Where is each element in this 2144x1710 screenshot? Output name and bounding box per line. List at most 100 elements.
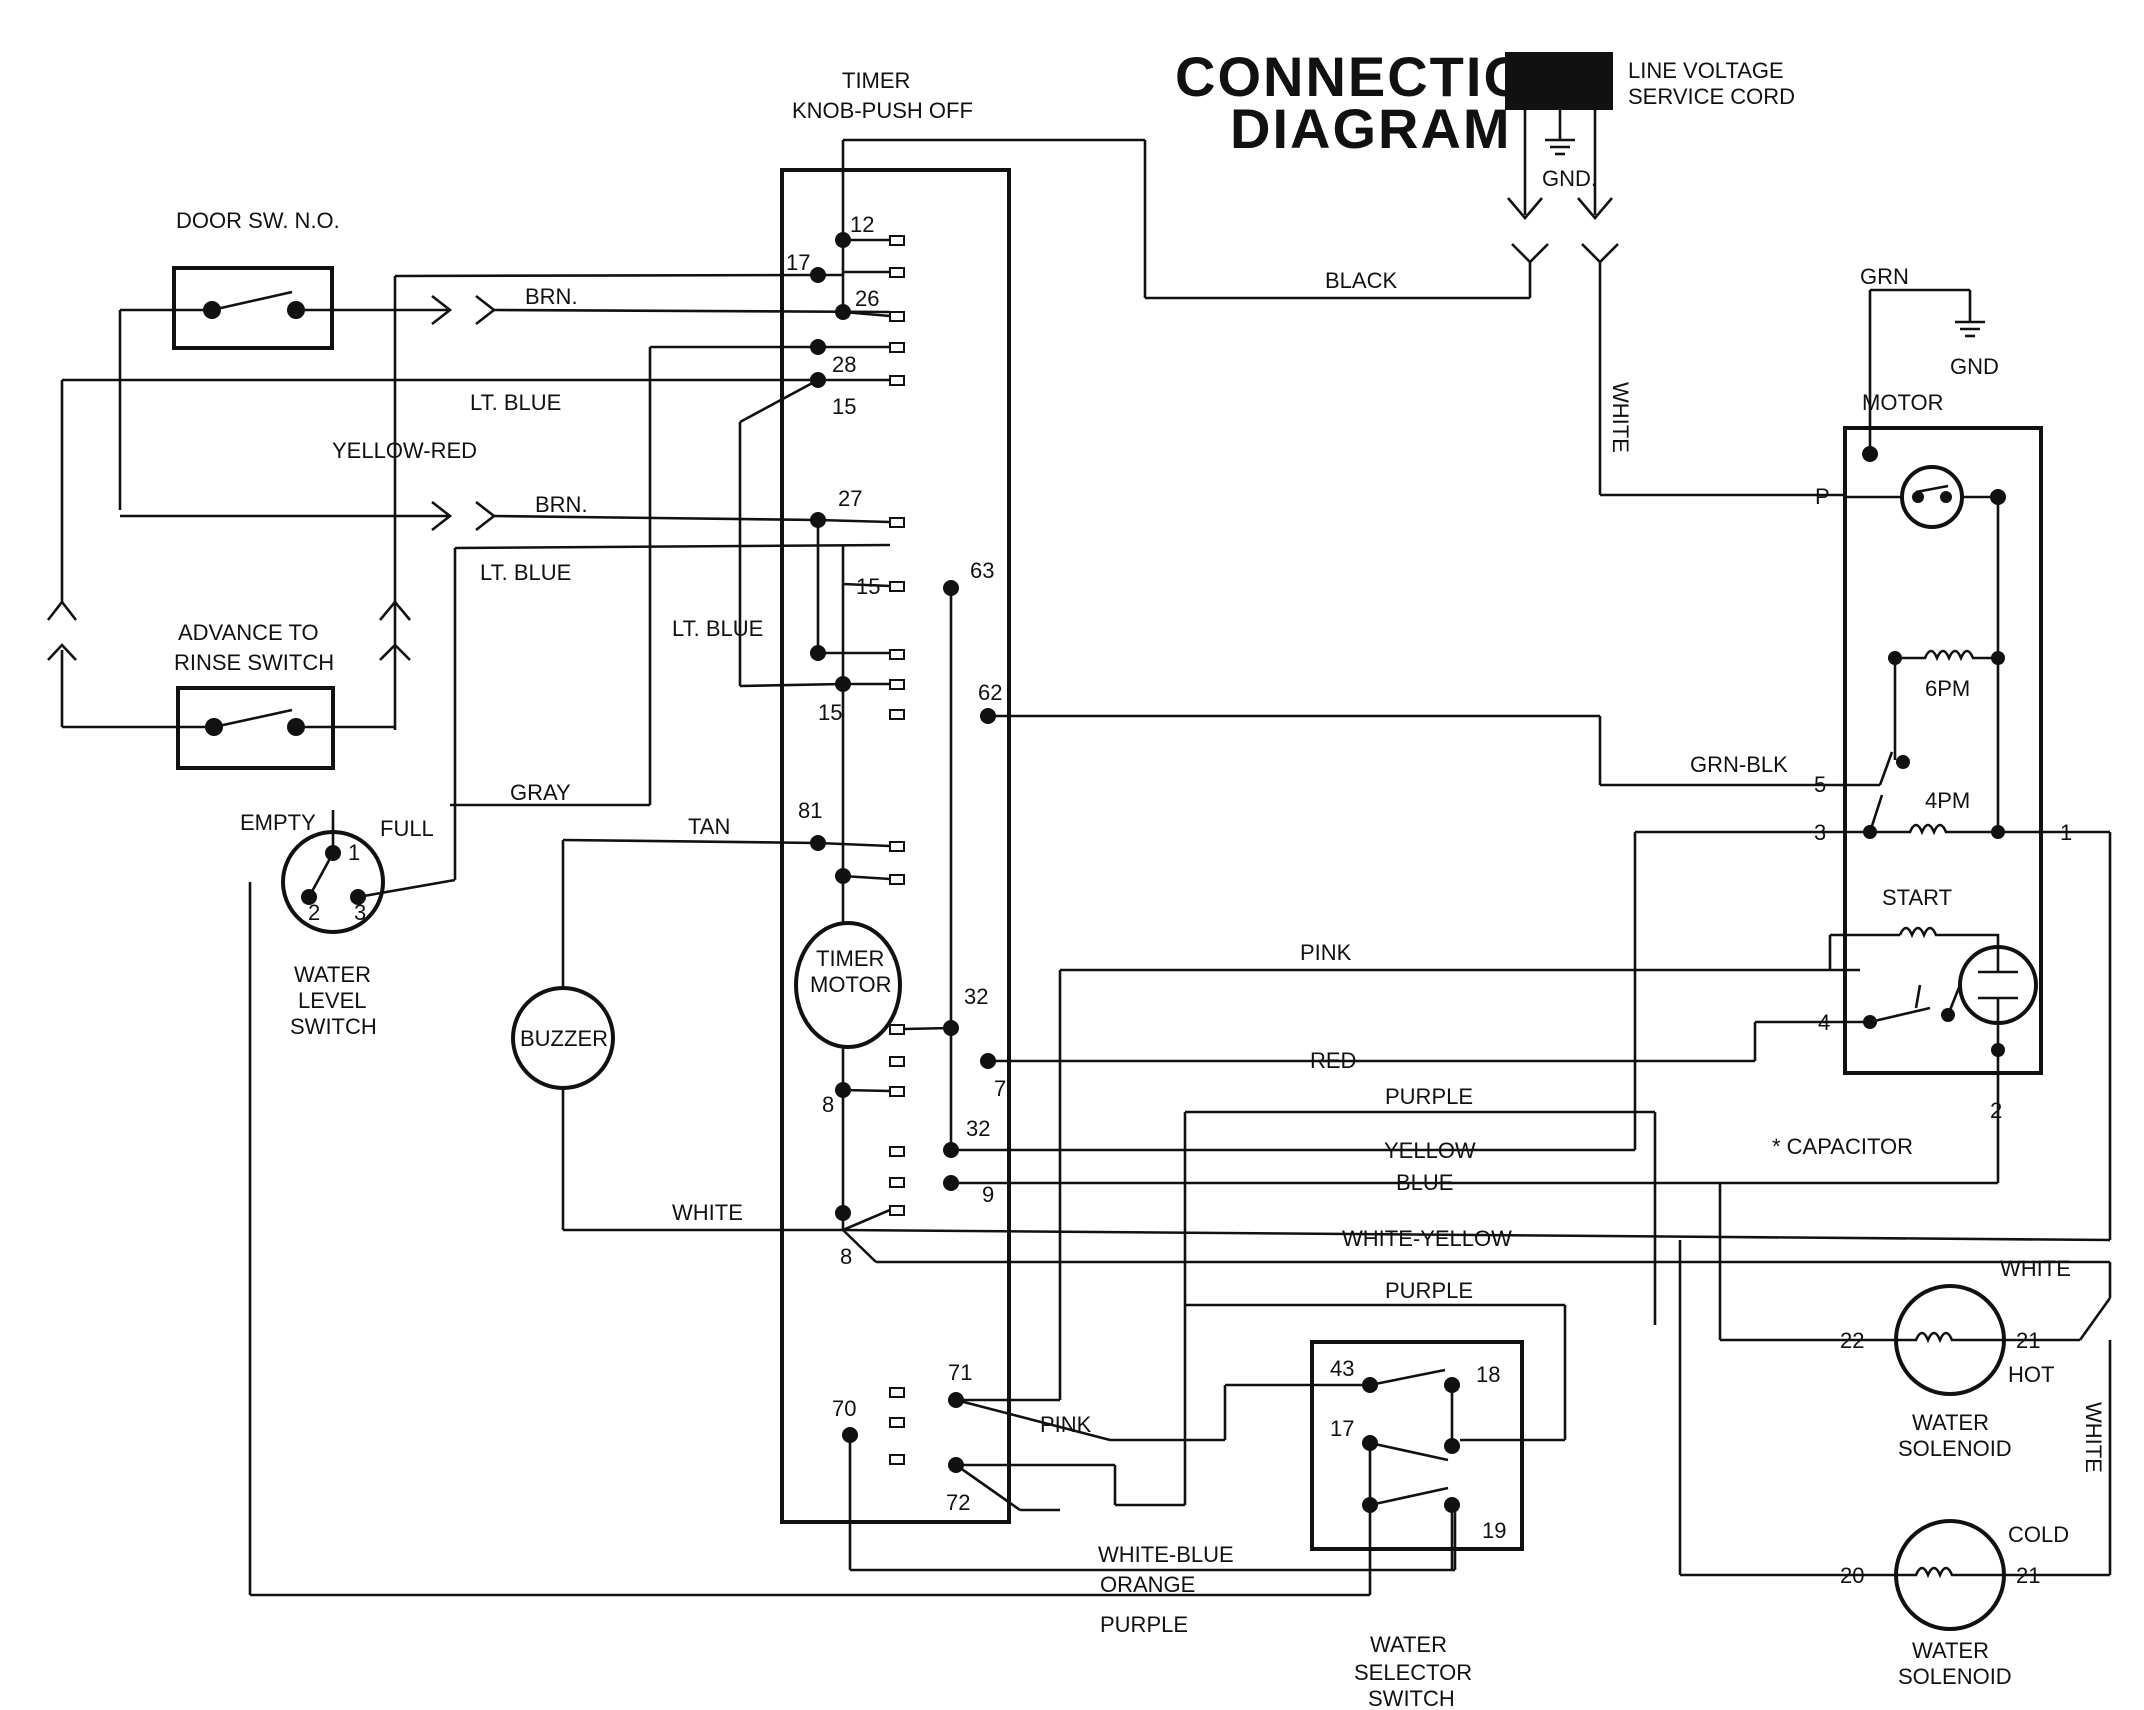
wire-ltblue-3: LT. BLUE bbox=[672, 616, 763, 641]
wire-gray: GRAY bbox=[510, 780, 571, 805]
timer-term-63: 63 bbox=[970, 558, 994, 583]
cord-label-line1: LINE VOLTAGE bbox=[1628, 58, 1784, 83]
wire-white-cord-vertical: WHITE bbox=[1608, 382, 1633, 453]
wire-pink-2: PINK bbox=[1040, 1412, 1092, 1437]
timer-term-15c: 15 bbox=[818, 700, 842, 725]
wire-brn-1: BRN. bbox=[525, 284, 578, 309]
wire-yellow-red: YELLOW-RED bbox=[332, 438, 477, 463]
motor-block bbox=[1843, 426, 2043, 1075]
timer-term-26: 26 bbox=[855, 286, 879, 311]
cold-water-solenoid bbox=[1888, 1519, 2012, 1631]
wire-white-3-vertical: WHITE bbox=[2081, 1402, 2106, 1473]
diagram-title-line2: DIAGRAM bbox=[1230, 97, 1512, 160]
motor-term-2: 2 bbox=[1990, 1098, 2002, 1123]
timer-header-1: TIMER bbox=[842, 68, 910, 93]
wire-ltblue-1: LT. BLUE bbox=[470, 390, 561, 415]
door-switch-label: DOOR SW. N.O. bbox=[176, 208, 340, 233]
timer-term-8b: 8 bbox=[840, 1244, 852, 1269]
selector-label-3: SWITCH bbox=[1368, 1686, 1455, 1710]
timer-motor-label-2: MOTOR bbox=[810, 972, 891, 997]
wire-white-yellow: WHITE-YELLOW bbox=[1342, 1226, 1512, 1251]
capacitor-label: * CAPACITOR bbox=[1772, 1134, 1913, 1159]
wire-tan: TAN bbox=[688, 814, 730, 839]
timer-term-15a: 15 bbox=[832, 394, 856, 419]
selector-term-18: 18 bbox=[1476, 1362, 1500, 1387]
selector-label-2: SELECTOR bbox=[1354, 1660, 1472, 1685]
wire-white-2: WHITE bbox=[2000, 1256, 2071, 1281]
timer-terminal-tabs bbox=[889, 235, 905, 1465]
motor-internals bbox=[1828, 446, 2041, 1057]
buzzer-label: BUZZER bbox=[520, 1026, 608, 1051]
solenoid-hot-label-2: SOLENOID bbox=[1898, 1436, 2012, 1461]
timer-motor-label-1: TIMER bbox=[816, 946, 884, 971]
timer-term-72: 72 bbox=[946, 1490, 970, 1515]
timer-header-2: KNOB-PUSH OFF bbox=[792, 98, 973, 123]
hot-water-solenoid bbox=[1888, 1284, 2012, 1396]
black-wire bbox=[843, 138, 1845, 497]
water-level-label-1: WATER bbox=[294, 962, 371, 987]
timer-term-81: 81 bbox=[798, 798, 822, 823]
motor-4pm: 4PM bbox=[1925, 788, 1970, 813]
timer-term-12: 12 bbox=[850, 212, 874, 237]
motor-grn-label: GRN bbox=[1860, 264, 1909, 289]
solenoid-term-21-hot: 21 bbox=[2016, 1328, 2040, 1353]
solenoid-cold-label-2: SOLENOID bbox=[1898, 1664, 2012, 1689]
solenoid-term-20: 20 bbox=[1840, 1563, 1864, 1588]
advance-switch-label-2: RINSE SWITCH bbox=[174, 650, 334, 675]
water-level-empty-label: EMPTY bbox=[240, 810, 316, 835]
selector-label-1: WATER bbox=[1370, 1632, 1447, 1657]
service-cord-plug bbox=[1505, 52, 1613, 221]
wire-purple-3: PURPLE bbox=[1100, 1612, 1188, 1637]
solenoid-cold-label-1: WATER bbox=[1912, 1638, 1989, 1663]
water-level-full-label: FULL bbox=[380, 816, 434, 841]
water-selector-contacts bbox=[1362, 1368, 1460, 1570]
water-level-term-2: 2 bbox=[308, 900, 320, 925]
selector-term-43: 43 bbox=[1330, 1356, 1354, 1381]
water-selector-switch bbox=[1310, 1340, 1524, 1551]
timer-motor bbox=[794, 921, 902, 1049]
motor-6pm: 6PM bbox=[1925, 676, 1970, 701]
wire-blue: BLUE bbox=[1396, 1170, 1453, 1195]
wire-ltblue-2: LT. BLUE bbox=[480, 560, 571, 585]
timer-term-9: 9 bbox=[982, 1182, 994, 1207]
timer-term-27: 27 bbox=[838, 486, 862, 511]
water-level-term-1: 1 bbox=[348, 840, 360, 865]
cord-gnd-label: GND. bbox=[1542, 166, 1597, 191]
water-level-term-3: 3 bbox=[354, 900, 366, 925]
wire-white-3: WHITE bbox=[2081, 1402, 2106, 1473]
selector-term-17: 17 bbox=[1330, 1416, 1354, 1441]
timer-term-62: 62 bbox=[978, 680, 1002, 705]
solenoid-term-21-cold: 21 bbox=[2016, 1563, 2040, 1588]
cord-label-line2: SERVICE CORD bbox=[1628, 84, 1795, 109]
water-level-label-3: SWITCH bbox=[290, 1014, 377, 1039]
right-side-wiring bbox=[842, 714, 2112, 1595]
motor-term-p: P bbox=[1815, 484, 1830, 509]
timer-block bbox=[780, 168, 1011, 1524]
wire-grn-blk: GRN-BLK bbox=[1690, 752, 1788, 777]
wire-white-1: WHITE bbox=[672, 1200, 743, 1225]
wire-brn-2: BRN. bbox=[535, 492, 588, 517]
timer-term-15b: 15 bbox=[856, 574, 880, 599]
timer-term-32a: 32 bbox=[964, 984, 988, 1009]
wire-black: BLACK bbox=[1325, 268, 1397, 293]
solenoid-cold-label: COLD bbox=[2008, 1522, 2069, 1547]
timer-term-17: 17 bbox=[786, 250, 810, 275]
solenoid-hot-label: HOT bbox=[2008, 1362, 2054, 1387]
motor-start: START bbox=[1882, 885, 1952, 910]
timer-term-71: 71 bbox=[948, 1360, 972, 1385]
timer-term-32b: 32 bbox=[966, 1116, 990, 1141]
timer-term-8a: 8 bbox=[822, 1092, 834, 1117]
wire-purple-2: PURPLE bbox=[1385, 1278, 1473, 1303]
wire-orange: ORANGE bbox=[1100, 1572, 1195, 1597]
solenoid-term-22: 22 bbox=[1840, 1328, 1864, 1353]
motor-gnd-label: GND bbox=[1950, 354, 1999, 379]
timer-term-70: 70 bbox=[832, 1396, 856, 1421]
solenoid-hot-label-1: WATER bbox=[1912, 1410, 1989, 1435]
timer-term-28: 28 bbox=[832, 352, 856, 377]
wire-white-cord: WHITE bbox=[1608, 382, 1633, 453]
diagram-title-line1: CONNECTION bbox=[1175, 45, 1571, 108]
wire-yellow: YELLOW bbox=[1384, 1138, 1476, 1163]
left-side-wiring bbox=[46, 273, 1370, 1597]
timer-internal-wiring bbox=[816, 140, 953, 1232]
